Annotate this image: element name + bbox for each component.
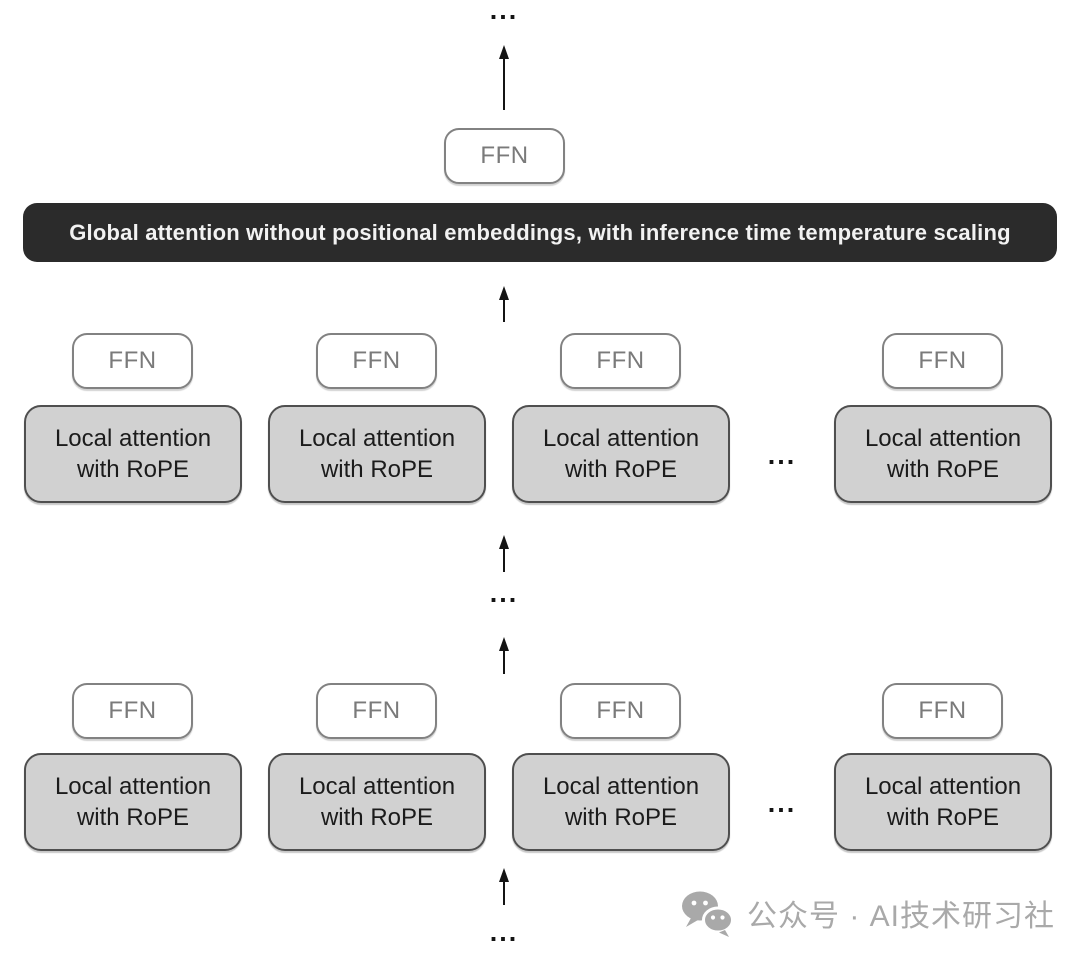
ffn-box: FFN: [560, 683, 681, 739]
local-attention-box: Local attention with RoPE: [268, 753, 486, 851]
ffn-box: FFN: [316, 333, 437, 389]
ffn-box: FFN: [882, 333, 1003, 389]
local-attention-box: Local attention with RoPE: [512, 753, 730, 851]
ellipsis-top: ...: [489, 0, 519, 25]
up-arrow-icon: [499, 535, 509, 572]
global-attention-bar: Global attention without positional embe…: [23, 203, 1057, 262]
local-attention-box: Local attention with RoPE: [24, 753, 242, 851]
ffn-label: FFN: [918, 697, 967, 724]
local-attention-label: Local attention with RoPE: [54, 425, 212, 483]
local-attention-box: Local attention with RoPE: [834, 753, 1052, 851]
watermark-text: 公众号 · AI技术研习社: [747, 900, 1056, 933]
ffn-box: FFN: [560, 333, 681, 389]
ellipsis-middle: ...: [489, 578, 519, 608]
ffn-box: FFN: [316, 683, 437, 739]
ffn-label: FFN: [352, 697, 401, 724]
ffn-box: FFN: [72, 333, 193, 389]
up-arrow-icon: [499, 45, 509, 110]
local-attention-label: Local attention with RoPE: [864, 773, 1022, 831]
ffn-label: FFN: [480, 142, 529, 169]
local-attention-box: Local attention with RoPE: [834, 405, 1052, 503]
wechat-icon: [682, 891, 734, 937]
watermark: 公众号 · AI技术研习社: [680, 889, 1055, 937]
global-attention-label: Global attention without positional embe…: [69, 219, 1011, 245]
ellipsis-bottom: ...: [489, 917, 519, 947]
local-attention-box: Local attention with RoPE: [512, 405, 730, 503]
local-attention-label: Local attention with RoPE: [542, 773, 700, 831]
local-attention-label: Local attention with RoPE: [542, 425, 700, 483]
ffn-label: FFN: [596, 697, 645, 724]
up-arrow-icon: [499, 637, 509, 674]
local-attention-label: Local attention with RoPE: [298, 773, 456, 831]
ffn-label: FFN: [596, 347, 645, 374]
local-attention-label: Local attention with RoPE: [298, 425, 456, 483]
ffn-label: FFN: [108, 697, 157, 724]
ellipsis-row-upper: ...: [767, 440, 797, 470]
up-arrow-icon: [499, 286, 509, 322]
local-attention-box: Local attention with RoPE: [268, 405, 486, 503]
ffn-label: FFN: [352, 347, 401, 374]
local-attention-label: Local attention with RoPE: [54, 773, 212, 831]
ffn-box: FFN: [882, 683, 1003, 739]
ffn-label: FFN: [918, 347, 967, 374]
ffn-box-global: FFN: [444, 128, 565, 184]
ffn-label: FFN: [108, 347, 157, 374]
ffn-box: FFN: [72, 683, 193, 739]
ellipsis-row-lower: ...: [767, 788, 797, 818]
local-attention-box: Local attention with RoPE: [24, 405, 242, 503]
up-arrow-icon: [499, 868, 509, 905]
local-attention-label: Local attention with RoPE: [864, 425, 1022, 483]
